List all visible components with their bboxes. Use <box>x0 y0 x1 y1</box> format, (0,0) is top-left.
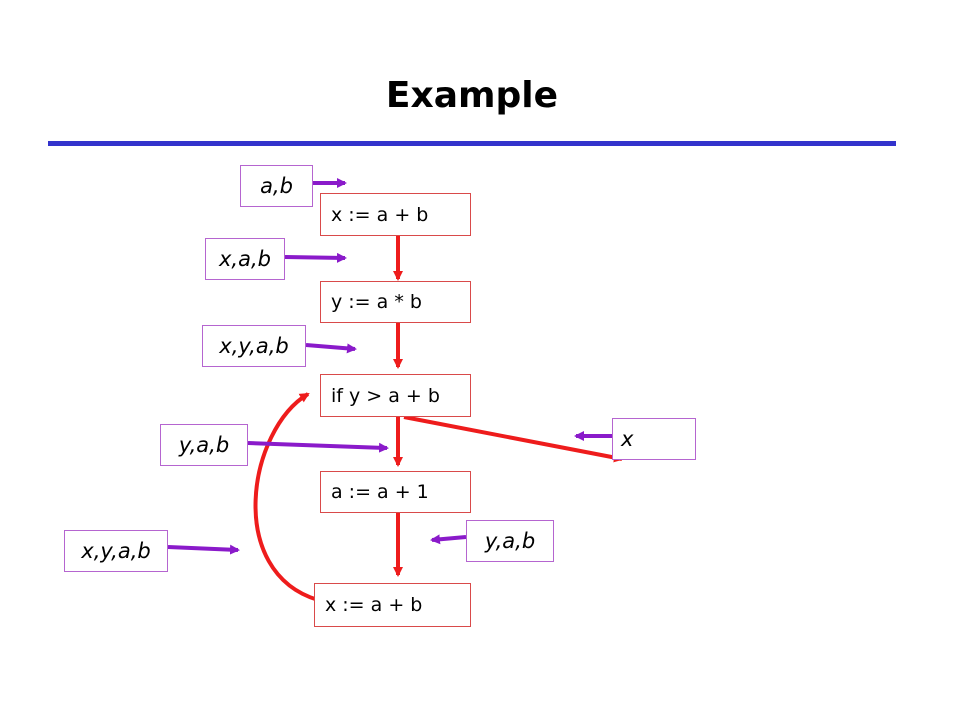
live-set-6: x,y,a,b <box>64 530 168 572</box>
statement-box-5: x := a + b <box>314 583 471 627</box>
title-rule <box>48 141 896 146</box>
statement-box-2: y := a * b <box>320 281 471 323</box>
live-set-7: y,a,b <box>466 520 554 562</box>
live-set-2: x,a,b <box>205 238 285 280</box>
live-arrow-3 <box>305 343 357 354</box>
statement-box-3: if y > a + b <box>320 374 471 417</box>
slide-title: Example <box>385 75 559 116</box>
live-arrow-7 <box>430 534 467 545</box>
live-set-1: a,b <box>240 165 313 207</box>
edge-stmt3-to-exit <box>403 415 624 463</box>
live-set-3: x,y,a,b <box>202 325 306 367</box>
statement-box-4: a := a + 1 <box>320 471 471 513</box>
statement-box-1: x := a + b <box>320 193 471 236</box>
edge-loop-back <box>253 392 319 602</box>
live-arrow-2 <box>284 252 347 263</box>
live-arrow-6 <box>167 544 240 555</box>
live-set-5: x <box>612 418 696 460</box>
live-set-4: y,a,b <box>160 424 248 466</box>
live-arrow-4 <box>247 441 389 453</box>
